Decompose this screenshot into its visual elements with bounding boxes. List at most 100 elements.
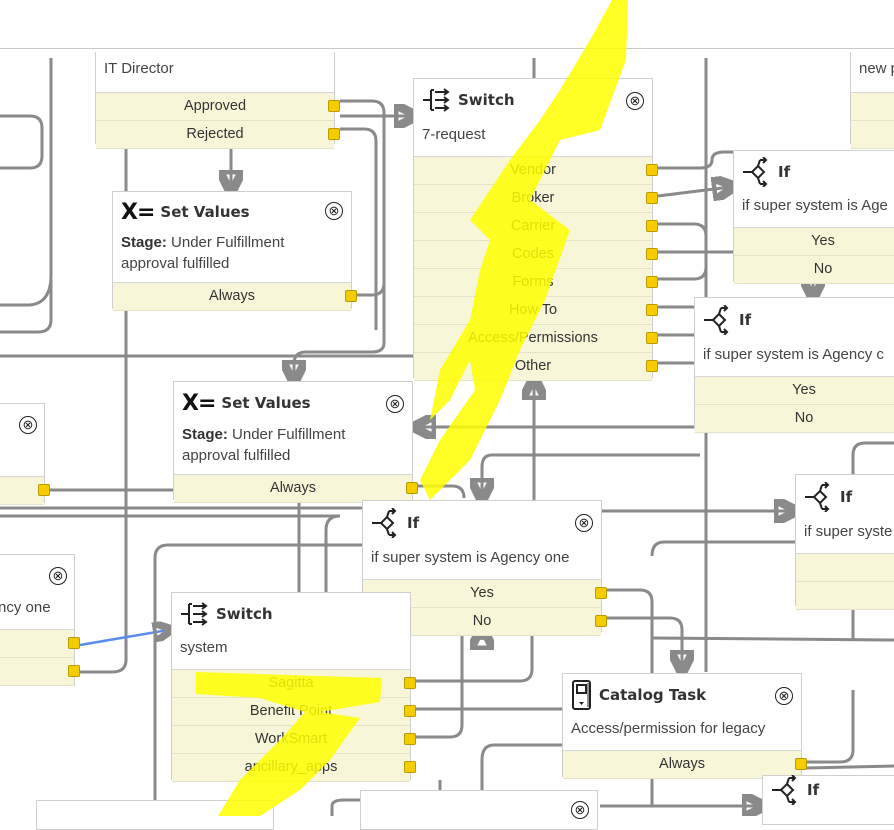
- branch-broker[interactable]: Broker: [414, 185, 658, 213]
- output-port[interactable]: [38, 484, 50, 496]
- output-port[interactable]: [646, 360, 658, 372]
- wire: [650, 540, 796, 557]
- close-icon[interactable]: ⊗: [49, 567, 67, 585]
- wire: [851, 441, 894, 474]
- node-left-partial-2[interactable]: ⊗ ncy one: [0, 554, 80, 686]
- output-port[interactable]: [646, 248, 658, 260]
- close-icon[interactable]: ⊗: [19, 416, 37, 434]
- node-header: If: [796, 475, 894, 519]
- output-port[interactable]: [646, 304, 658, 316]
- branch-yes[interactable]: Yes: [695, 377, 894, 405]
- stage-desc: approval fulfilled: [121, 255, 230, 272]
- branch-row[interactable]: [851, 121, 894, 149]
- output-port[interactable]: [404, 761, 416, 773]
- close-icon[interactable]: ⊗: [571, 801, 589, 819]
- output-port[interactable]: [345, 290, 357, 302]
- branch-label: Yes: [470, 585, 494, 601]
- branch-row[interactable]: [0, 477, 50, 505]
- output-port[interactable]: [646, 192, 658, 204]
- node-catalog-task[interactable]: Catalog Task ⊗ Access/permission for leg…: [562, 673, 807, 779]
- close-icon[interactable]: ⊗: [575, 514, 593, 532]
- branch-sagitta[interactable]: Sagitta: [172, 670, 416, 698]
- branch-no[interactable]: No: [695, 405, 894, 433]
- output-port[interactable]: [404, 677, 416, 689]
- node-bottom-center-partial[interactable]: ⊗: [360, 790, 598, 830]
- output-port[interactable]: [646, 332, 658, 344]
- node-set-values-2[interactable]: X= Set Values ⊗ Stage: Under Fulfillment…: [173, 381, 418, 503]
- output-port[interactable]: [68, 665, 80, 677]
- node-description: 7-request: [422, 126, 486, 143]
- branch-approved[interactable]: Approved: [96, 93, 340, 121]
- node-new-partial[interactable]: new p: [850, 52, 894, 149]
- branch-benefit-point[interactable]: Benefit Point: [172, 698, 416, 726]
- output-port[interactable]: [595, 587, 607, 599]
- node-description: if super syste: [804, 523, 893, 540]
- wire: [324, 514, 341, 592]
- close-icon[interactable]: ⊗: [386, 395, 404, 413]
- wire: [806, 690, 855, 764]
- if-icon: [704, 305, 729, 335]
- branch-forms[interactable]: Forms: [414, 269, 658, 297]
- wire: [805, 764, 894, 770]
- node-if-far-right[interactable]: If if super syste: [795, 474, 894, 610]
- branch-rejected[interactable]: Rejected: [96, 121, 340, 149]
- output-port[interactable]: [646, 220, 658, 232]
- branch-ancillary-apps[interactable]: ancillary_apps: [172, 754, 416, 782]
- node-left-partial-1[interactable]: ⊗: [0, 403, 50, 505]
- node-if-top-right[interactable]: If if super system is Age Yes No: [733, 150, 894, 284]
- branch-worksmart[interactable]: WorkSmart: [172, 726, 416, 754]
- output-port[interactable]: [404, 705, 416, 717]
- node-switch-system[interactable]: Switch system Sagitta Benefit Point Work…: [171, 592, 416, 782]
- branch-always[interactable]: Always: [113, 283, 357, 311]
- branch-label: Always: [209, 288, 255, 304]
- branch-vendor[interactable]: Vendor: [414, 157, 658, 185]
- output-port[interactable]: [595, 615, 607, 627]
- branch-always[interactable]: Always: [563, 751, 807, 779]
- node-if-center[interactable]: If ⊗ if super system is Agency one Yes N…: [362, 500, 607, 636]
- output-port[interactable]: [404, 733, 416, 745]
- close-icon[interactable]: ⊗: [325, 202, 343, 220]
- wire: [482, 453, 700, 496]
- node-if-bottom[interactable]: If: [762, 775, 894, 825]
- branch-always[interactable]: Always: [174, 475, 418, 503]
- branch-label: Codes: [512, 246, 554, 262]
- node-description: ncy one: [0, 599, 51, 616]
- output-port[interactable]: [328, 100, 340, 112]
- branch-how-to[interactable]: How To: [414, 297, 658, 325]
- branch-codes[interactable]: Codes: [414, 241, 658, 269]
- branch-yes[interactable]: Yes: [734, 228, 894, 256]
- node-header: If ⊗: [363, 501, 601, 545]
- if-icon: [743, 157, 768, 187]
- node-title: If: [739, 311, 752, 329]
- output-port[interactable]: [328, 128, 340, 140]
- node-title: Switch: [458, 91, 515, 109]
- branch-row[interactable]: [796, 582, 894, 610]
- wire: [651, 636, 894, 642]
- close-icon[interactable]: ⊗: [626, 92, 644, 110]
- output-port[interactable]: [646, 276, 658, 288]
- node-it-director[interactable]: IT Director Approved Rejected: [95, 52, 340, 149]
- branch-row[interactable]: [796, 554, 894, 582]
- wire: [416, 484, 466, 499]
- branch-row[interactable]: [0, 630, 80, 658]
- close-icon[interactable]: ⊗: [775, 687, 793, 705]
- branch-carrier[interactable]: Carrier: [414, 213, 658, 241]
- node-bottom-left-partial[interactable]: [36, 800, 274, 830]
- branch-other[interactable]: Other: [414, 353, 658, 381]
- branch-no[interactable]: No: [734, 256, 894, 284]
- output-port[interactable]: [68, 637, 80, 649]
- wire: [340, 127, 378, 330]
- output-port[interactable]: [646, 164, 658, 176]
- node-header: If: [763, 775, 894, 805]
- node-switch-request[interactable]: Switch ⊗ 7-request Vendor Broker Carrier…: [413, 78, 658, 381]
- node-set-values-1[interactable]: X= Set Values ⊗ Stage: Under Fulfillment…: [112, 191, 357, 311]
- node-title: If: [807, 781, 820, 799]
- node-title: Set Values: [221, 394, 311, 412]
- switch-icon: [181, 602, 208, 626]
- branch-access-permissions[interactable]: Access/Permissions: [414, 325, 658, 353]
- node-if-mid-right[interactable]: If if super system is Agency c Yes No: [694, 297, 894, 433]
- output-port[interactable]: [406, 482, 418, 494]
- output-port[interactable]: [795, 758, 807, 770]
- branch-row[interactable]: [0, 658, 80, 686]
- branch-row[interactable]: [851, 93, 894, 121]
